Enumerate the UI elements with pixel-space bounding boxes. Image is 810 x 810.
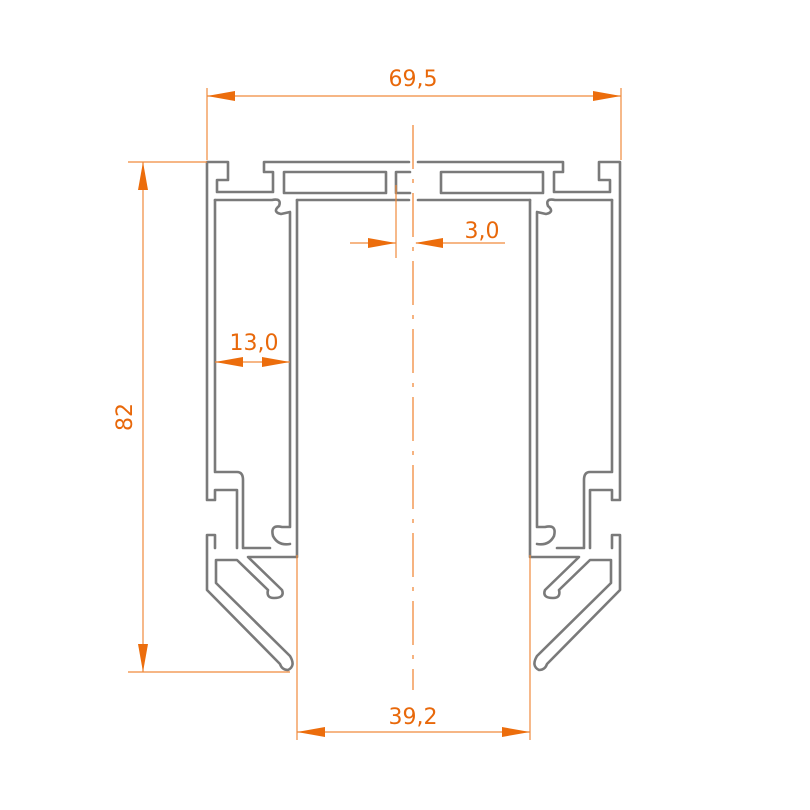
dimension-chamber: 13,0 bbox=[215, 331, 290, 367]
dimension-overall-width: 69,5 bbox=[206, 67, 622, 160]
dimension-label-chamber: 13,0 bbox=[230, 331, 279, 356]
dimension-label-height: 82 bbox=[113, 403, 138, 431]
dimension-gap: 3,0 bbox=[350, 185, 505, 258]
dimension-label-width: 69,5 bbox=[389, 67, 438, 92]
dimension-overall-height: 82 bbox=[113, 161, 290, 673]
dimension-opening: 39,2 bbox=[296, 555, 531, 740]
center-window-edge bbox=[394, 170, 412, 195]
profile-half-left bbox=[205, 160, 411, 672]
dimension-label-opening: 39,2 bbox=[389, 705, 438, 730]
dimension-label-gap: 3,0 bbox=[465, 219, 500, 244]
